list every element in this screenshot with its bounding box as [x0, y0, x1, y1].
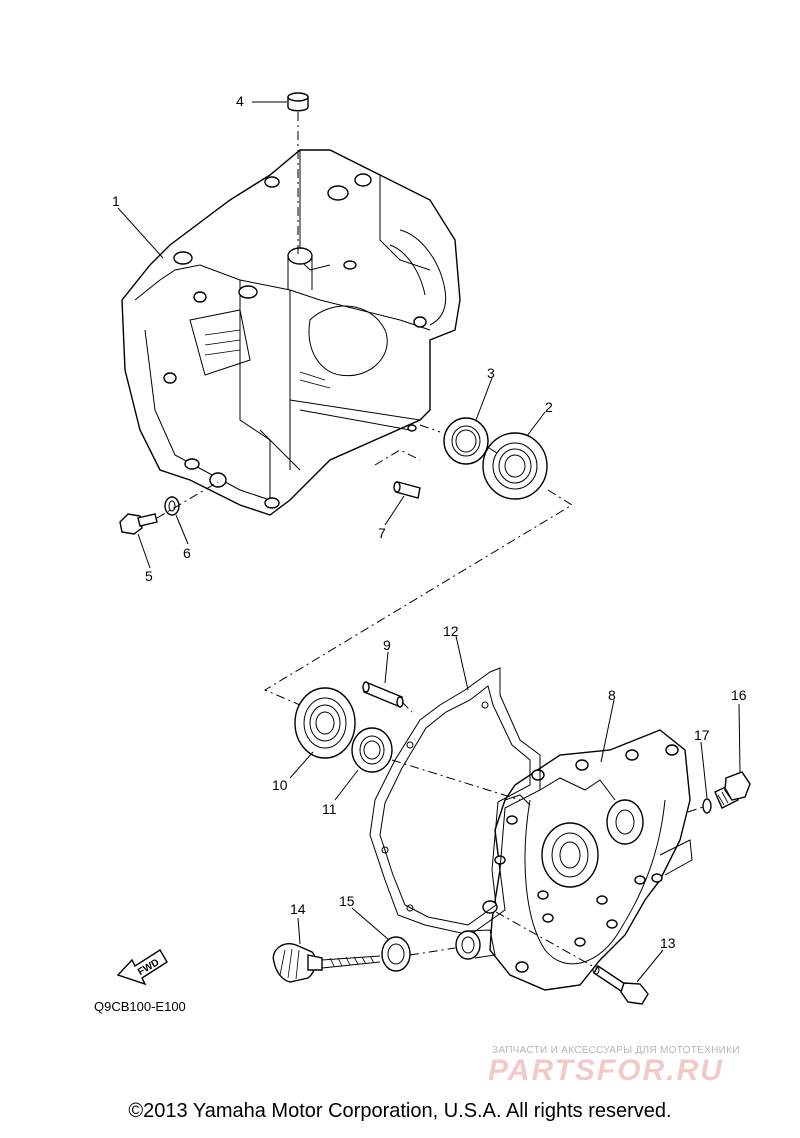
washer-part — [164, 496, 180, 516]
part-number-4: 4 — [236, 93, 244, 109]
watermark-tagline: ЗАПЧАСТИ И АКСЕССУАРЫ ДЛЯ МОТОТЕХНИКИ — [492, 1045, 740, 1056]
part-number-13: 13 — [660, 935, 676, 951]
flange-bolt-part — [592, 965, 649, 1005]
part-number-2: 2 — [545, 399, 553, 415]
part-number-17: 17 — [694, 727, 710, 743]
part-number-1: 1 — [112, 193, 120, 209]
part-number-10: 10 — [272, 777, 288, 793]
dowel-pin-part — [393, 481, 421, 499]
leader-lines — [117, 101, 741, 983]
part-number-12: 12 — [443, 623, 459, 639]
oil-seal-upper-part — [443, 417, 489, 465]
oil-filler-neck — [455, 929, 496, 960]
drain-plug-part — [714, 771, 751, 809]
oil-dipstick-part — [272, 943, 381, 983]
part-number-7: 7 — [378, 525, 386, 541]
drain-bolt-part — [119, 513, 158, 535]
bearing-lower-part — [294, 687, 356, 759]
crankcase-cover-part — [482, 729, 693, 991]
part-number-9: 9 — [383, 637, 391, 653]
part-number-11: 11 — [322, 801, 337, 817]
crankcase-gasket-part — [369, 667, 541, 936]
collar-part — [287, 92, 309, 112]
dowel-pin-lower-part — [362, 681, 404, 708]
oil-seal-lower-part — [351, 727, 393, 773]
part-number-15: 15 — [339, 893, 355, 909]
watermark-logo: PARTSFOR.RU — [488, 1054, 724, 1087]
part-number-16: 16 — [731, 687, 747, 703]
part-number-6: 6 — [183, 545, 191, 561]
o-ring-dipstick-part — [381, 936, 411, 972]
part-number-labels: 1 2 3 4 5 6 7 8 9 10 11 12 13 14 15 16 1… — [112, 93, 747, 951]
fwd-label: FWD — [136, 957, 161, 978]
crankcase-upper-half — [121, 149, 461, 516]
o-ring-part — [702, 798, 712, 814]
part-number-8: 8 — [608, 687, 616, 703]
copyright-notice: ©2013 Yamaha Motor Corporation, U.S.A. A… — [128, 1100, 672, 1122]
diagram-code: Q9CB100-E100 — [94, 999, 186, 1014]
part-number-14: 14 — [290, 901, 306, 917]
part-number-3: 3 — [487, 365, 495, 381]
forward-direction-arrow — [116, 949, 168, 986]
part-number-5: 5 — [145, 568, 153, 584]
bearing-upper-part — [482, 432, 548, 500]
